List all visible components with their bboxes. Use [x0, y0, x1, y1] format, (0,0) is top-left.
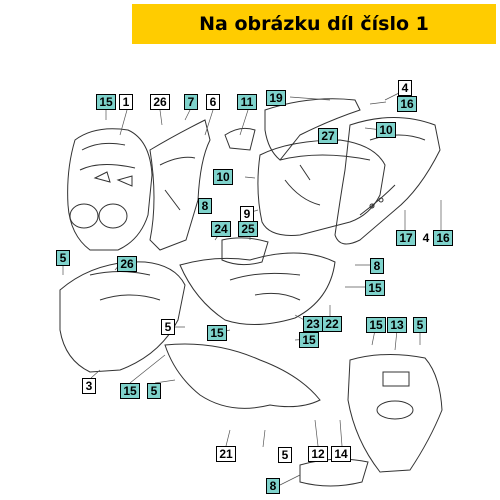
part-25-panel	[221, 237, 269, 266]
plate-bracket	[299, 458, 369, 487]
callout-9: 9	[240, 206, 254, 222]
callout-5: 5	[56, 250, 70, 266]
callout-27: 27	[318, 128, 338, 144]
callout-11: 11	[237, 94, 257, 110]
part-3-front-fender	[59, 261, 186, 373]
callout-4b: 4	[422, 231, 430, 245]
header-banner: Na obrázku díl číslo 1	[132, 4, 496, 44]
part-17-side-panel	[334, 117, 441, 245]
part-23-floor	[179, 252, 336, 326]
callout-3: 3	[82, 378, 96, 394]
callout-23: 23	[303, 316, 323, 332]
callout-15c: 15	[207, 325, 227, 341]
part-9-seat-bucket	[257, 139, 386, 236]
callout-22: 22	[322, 316, 342, 332]
callout-12: 12	[308, 446, 328, 462]
part-6-inner-panel	[149, 119, 211, 251]
callout-10b: 10	[213, 169, 233, 185]
callout-8: 8	[198, 198, 212, 214]
callout-15b: 15	[365, 280, 385, 296]
callout-16: 16	[397, 96, 417, 112]
header-text: Na obrázku díl číslo 1	[199, 13, 429, 35]
callout-15e: 15	[366, 317, 386, 333]
callout-4: 4	[398, 80, 412, 96]
callout-14: 14	[331, 446, 351, 462]
callout-17: 17	[396, 230, 416, 246]
callout-10: 10	[376, 122, 396, 138]
callout-19: 19	[266, 90, 286, 106]
callout-15f: 15	[120, 383, 140, 399]
callout-21: 21	[216, 446, 236, 462]
callout-24: 24	[211, 221, 231, 237]
callout-15d: 15	[299, 332, 319, 348]
callout-26: 26	[150, 94, 170, 110]
callout-8b: 8	[370, 258, 384, 274]
callout-6: 6	[206, 94, 220, 110]
callout-5b: 5	[161, 319, 175, 335]
callout-7: 7	[184, 94, 198, 110]
callout-15: 15	[96, 94, 116, 110]
callout-5c: 5	[413, 317, 427, 333]
callout-25: 25	[238, 221, 258, 237]
callout-16b: 16	[433, 230, 453, 246]
callout-13: 13	[387, 317, 407, 333]
part-21-lower-panel	[164, 343, 321, 409]
callout-5e: 5	[278, 447, 292, 463]
callout-5d: 5	[147, 383, 161, 399]
callout-8c: 8	[266, 478, 280, 494]
part-1-front-shield	[67, 128, 153, 251]
part-11-cover	[224, 127, 256, 151]
part-19-rear-top-cover	[264, 98, 361, 161]
callout-26b: 26	[117, 256, 137, 272]
part-14-rear-panel	[347, 353, 443, 473]
callout-1: 1	[119, 94, 133, 110]
